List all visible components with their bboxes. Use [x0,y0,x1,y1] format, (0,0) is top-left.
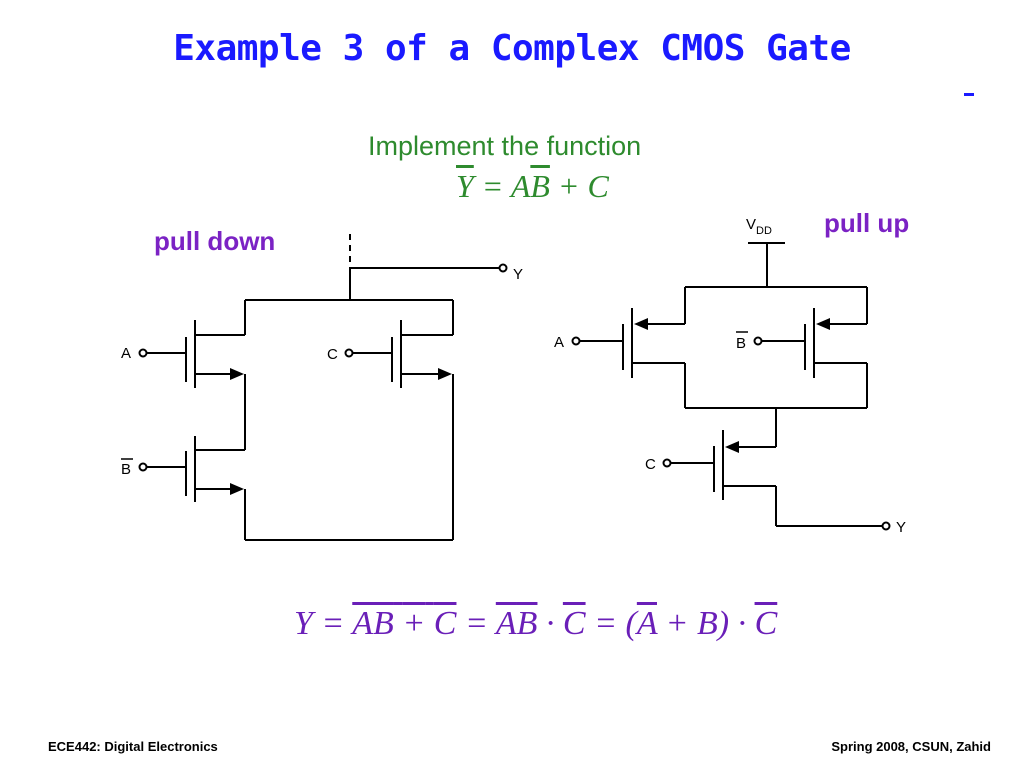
function-a: A [510,168,531,204]
deriv-eq-3: = [594,605,618,642]
footer-term: Spring 2008, CSUN, Zahid [831,739,991,754]
pu-y-label: Y [896,519,906,536]
deriv-a-1: A [352,605,374,642]
pd-c-terminal [344,348,354,358]
deriv-b-2: B [516,605,538,642]
pu-c-arrow [725,441,739,453]
pu-vdd-sub: DD [756,225,772,237]
pu-vdd-main: V [746,216,756,233]
pu-b-terminal [753,336,763,346]
pd-a-terminal [138,348,148,358]
pu-a-arrow [634,318,648,330]
deriv-eq-1: = [321,605,345,642]
function-y: Y [456,168,474,204]
pu-c-terminal [662,458,672,468]
pd-b-terminal [138,462,148,472]
derivation-formula: Y = AB + C = AB · C = (A + B) · C [294,604,777,644]
deriv-dot-2: · [737,605,747,642]
pull-down-label: pull down [154,226,276,256]
deriv-plus-2: + [665,605,689,642]
pin-labels: A B C Y VDD A B C Y [121,216,906,536]
deriv-b-1: B [373,605,394,642]
deriv-dot-1: · [545,605,555,642]
pu-output-terminal [881,521,891,531]
function-formula: Y = AB + C [456,168,609,205]
function-plus-c: + C [557,168,609,204]
pu-a-terminal [571,336,581,346]
deriv-overbar-group-2: AB [496,605,538,642]
deriv-lparen: ( [625,605,637,642]
pu-b-label: B [736,335,746,352]
deriv-eq-2: = [464,605,488,642]
pull-up-label: pull up [824,208,910,238]
pd-c-arrow [438,368,452,380]
deriv-c-2: C [562,605,586,642]
pull-down-network [138,234,508,541]
pull-up-network [571,242,891,531]
pd-a-label: A [121,345,131,362]
deriv-plus-1: + [402,605,426,642]
pd-b-label: B [121,461,131,478]
pd-c-label: C [327,346,338,363]
pd-output-terminal [498,263,508,273]
function-b: B [530,168,550,204]
pu-b-arrow [816,318,830,330]
deriv-c-3: C [754,605,778,642]
pu-a-label: A [554,334,564,351]
function-eq: = [481,168,511,204]
deriv-y: Y [294,605,313,642]
deriv-a-2: A [495,605,517,642]
deriv-b-3: B [696,605,718,642]
pd-y-label: Y [513,266,523,283]
slide-title: Example 3 of a Complex CMOS Gate [173,28,851,69]
corner-marker [964,93,974,96]
pu-vdd-label: VDD [746,216,772,237]
subtitle: Implement the function [368,131,642,161]
pd-a-arrow [230,368,244,380]
footer-course: ECE442: Digital Electronics [48,739,218,754]
deriv-a-3: A [636,605,657,642]
pd-b-arrow [230,483,244,495]
deriv-overbar-group-1: AB + C [352,605,456,642]
deriv-c-1: C [433,605,457,642]
pu-c-label: C [645,456,656,473]
deriv-rparen: ) [717,605,730,642]
